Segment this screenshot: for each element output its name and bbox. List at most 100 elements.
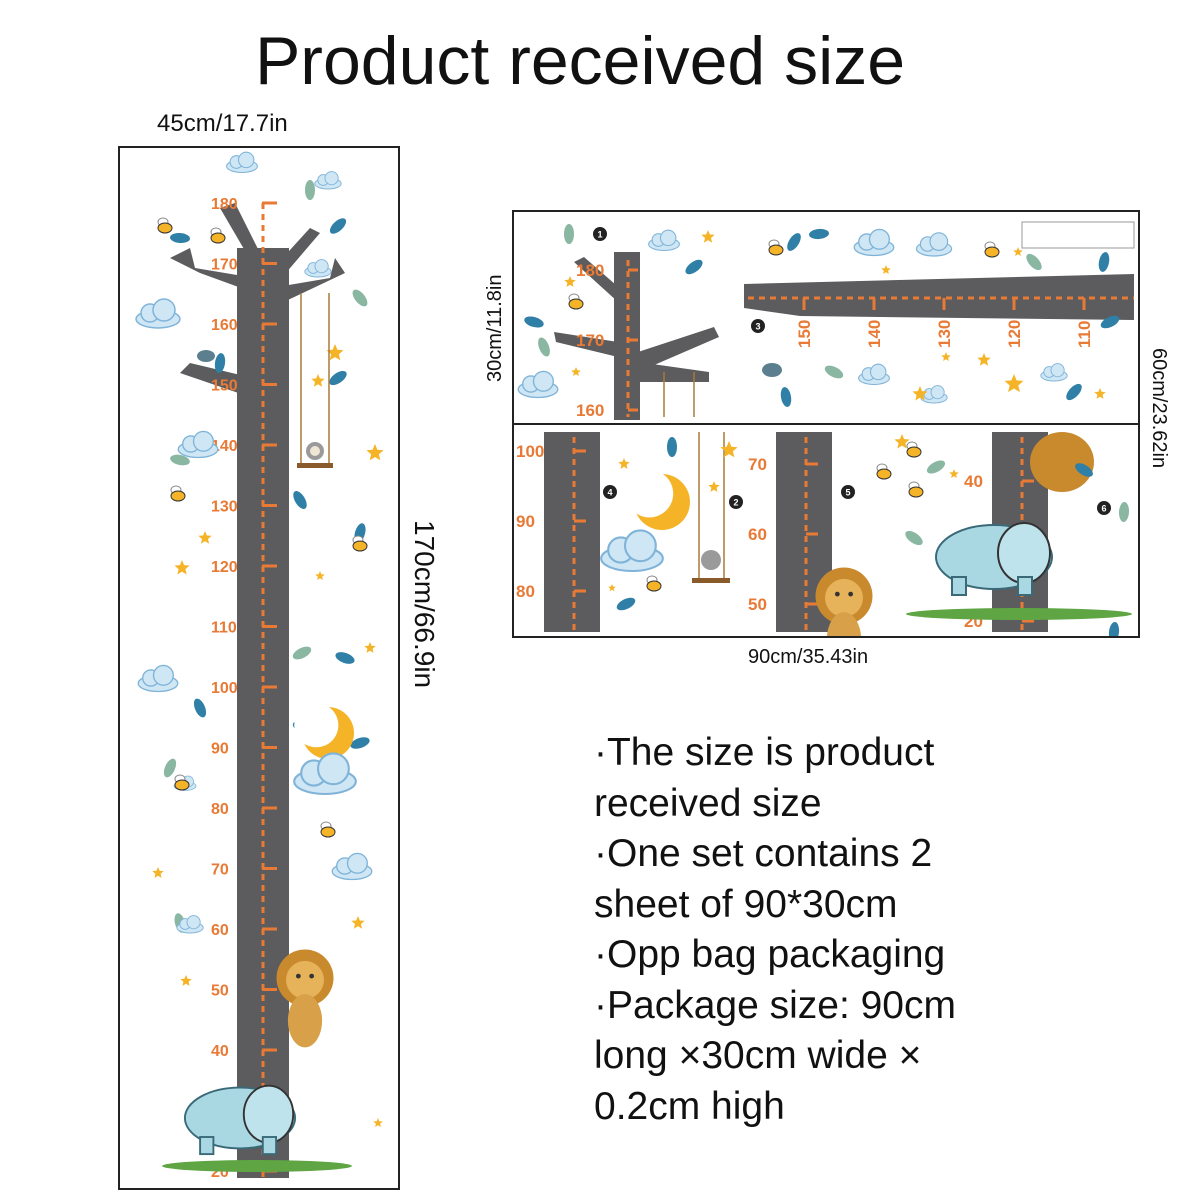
cloud-icon (293, 752, 357, 796)
note-line: 0.2cm high (594, 1084, 785, 1128)
leaf-icon (667, 437, 677, 457)
leaf-icon (352, 289, 368, 307)
leaf-icon (809, 228, 829, 240)
piece-marker (593, 227, 607, 241)
star-icon (977, 353, 991, 366)
star-icon (564, 276, 576, 287)
piece-marker (841, 485, 855, 499)
cloud-icon (648, 229, 680, 252)
leaf-icon (329, 370, 347, 386)
height-tick-label: 150 (211, 378, 238, 395)
moon-icon (294, 703, 354, 759)
bee-icon (906, 441, 922, 458)
tree-branch (638, 327, 719, 372)
leaf-icon (780, 387, 792, 407)
star-icon (1004, 374, 1024, 393)
height-tick-label: 180 (211, 196, 238, 213)
piece-marker-label: 1 (597, 230, 602, 240)
cloud-icon (226, 151, 258, 174)
sheet-tick-label: 40 (964, 472, 983, 491)
swing-seat (692, 578, 730, 583)
sheets-layout: 1801701601501401301201101009080706050403… (512, 210, 1140, 638)
moon-icon (625, 469, 690, 530)
star-icon (708, 481, 720, 492)
lion-icon (276, 949, 334, 1048)
sheet-tick-label: 60 (748, 525, 767, 544)
star-icon (1094, 388, 1106, 399)
tree-branch (638, 362, 709, 382)
sheet-tick-label: 120 (1005, 320, 1024, 348)
leaf-icon (1098, 252, 1110, 272)
leaf-icon (1118, 502, 1130, 522)
leaf-icon (905, 530, 923, 546)
leaf-icon (170, 454, 190, 466)
star-icon (949, 469, 959, 478)
cloud-icon (517, 370, 559, 399)
sheet-tick-label: 160 (576, 401, 604, 420)
star-icon (364, 642, 376, 653)
sheet-tick-label: 170 (576, 331, 604, 350)
bee-icon (157, 217, 173, 234)
bee-icon (170, 485, 186, 502)
sheet-tick-label: 130 (935, 320, 954, 348)
leaf-icon (193, 698, 207, 718)
star-icon (198, 531, 212, 544)
leaf-icon (1100, 315, 1120, 329)
leaf-icon (170, 232, 190, 244)
bee-icon (174, 774, 190, 791)
sheet-width-label: 90cm/35.43in (748, 646, 869, 668)
star-icon (152, 867, 164, 878)
star-icon (373, 1118, 383, 1127)
leaf-icon (350, 737, 370, 749)
height-tick-label: 70 (211, 862, 229, 879)
piece-marker-label: 6 (1101, 504, 1106, 514)
note-line: received size (594, 781, 822, 825)
star-icon (311, 374, 325, 387)
leaf-icon (305, 180, 315, 200)
star-icon (366, 444, 384, 461)
cloud-icon (177, 430, 219, 459)
note-line: ·One set contains 2 (594, 832, 933, 875)
height-tick-label: 100 (211, 680, 238, 697)
lion-icon (1030, 432, 1094, 492)
star-icon (608, 584, 616, 592)
bird-icon (762, 363, 782, 377)
sheet-tick-label: 80 (516, 582, 535, 601)
piece-marker (603, 485, 617, 499)
star-icon (701, 230, 715, 243)
leaf-icon (926, 460, 946, 474)
star-icon (941, 352, 951, 361)
star-icon (618, 458, 630, 469)
star-icon (912, 386, 928, 401)
leaf-icon (329, 218, 347, 234)
cloud-icon (853, 228, 895, 257)
sheet-tick-label: 150 (795, 320, 814, 348)
bee-icon (352, 535, 368, 552)
leaf-icon (292, 646, 312, 660)
elephant-icon (183, 1084, 297, 1156)
bee-icon (320, 821, 336, 838)
note-line: long ×30cm wide × (594, 1034, 922, 1077)
tree-branch (271, 258, 345, 308)
height-tick-label: 50 (211, 983, 229, 1000)
height-chart-illustration: 1801701601501401301201101009080706050403… (135, 151, 384, 1181)
height-tick-label: 120 (211, 559, 238, 576)
sheet-height-label: 30cm/11.8in (484, 274, 506, 382)
note-line: sheet of 90*30cm (594, 882, 898, 926)
height-tick-label: 60 (211, 922, 229, 939)
note-line: ·Package size: 90cm (594, 983, 956, 1027)
piece-marker (751, 319, 765, 333)
sheet-tick-label: 90 (516, 512, 535, 531)
cloud-icon (137, 664, 179, 693)
cloud-icon (600, 529, 664, 573)
leaf-icon (335, 652, 355, 664)
grass-icon (162, 1160, 352, 1172)
trunk-strip (544, 432, 600, 632)
height-tick-label: 90 (211, 741, 229, 758)
star-icon (720, 441, 738, 458)
cloud-icon (314, 171, 342, 190)
star-icon (1013, 247, 1023, 256)
cloud-icon (304, 259, 332, 278)
sheet-tick-label: 100 (516, 442, 544, 461)
cloud-icon (920, 385, 948, 404)
